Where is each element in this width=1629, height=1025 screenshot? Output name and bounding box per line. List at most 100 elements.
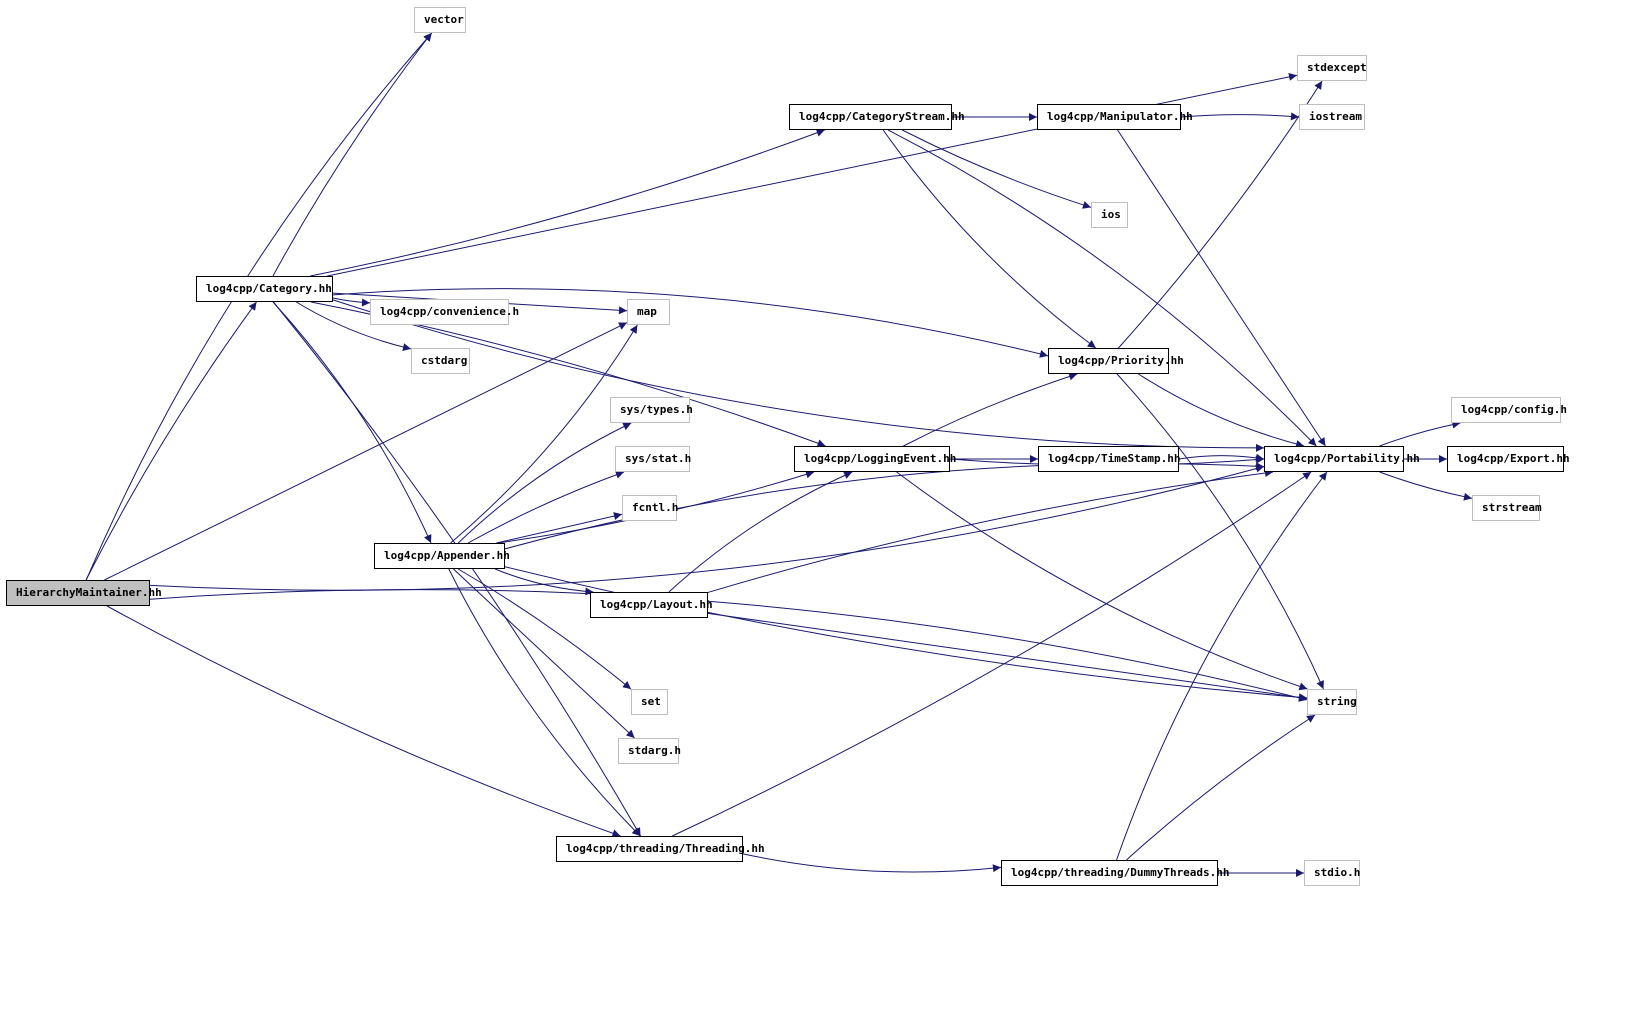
edge-category-to-appender: [272, 301, 432, 544]
edge-appender-to-map: [450, 324, 638, 544]
edge-dummythreads-to-portability: [1116, 471, 1328, 861]
node-label: string: [1317, 695, 1357, 708]
node-convenience[interactable]: log4cpp/convenience.h: [370, 299, 519, 325]
node-label: stdio.h: [1314, 866, 1361, 879]
node-systypes[interactable]: sys/types.h: [610, 397, 693, 423]
edge-category-to-cstdarg: [296, 301, 412, 352]
edge-threading-to-portability: [672, 471, 1312, 837]
node-set[interactable]: set: [631, 689, 668, 715]
node-label: stdarg.h: [628, 744, 681, 757]
node-label: vector: [424, 13, 464, 26]
node-label: iostream: [1309, 110, 1362, 123]
edge-root-to-string: [149, 589, 1308, 702]
edge-portability-to-config: [1379, 420, 1461, 447]
node-layout[interactable]: log4cpp/Layout.hh: [590, 592, 713, 618]
node-label: sys/stat.h: [625, 452, 692, 465]
node-label: map: [637, 305, 657, 318]
node-string[interactable]: string: [1307, 689, 1357, 715]
node-config[interactable]: log4cpp/config.h: [1451, 397, 1567, 423]
node-label: log4cpp/CategoryStream.hh: [799, 110, 965, 123]
edge-root-to-threading: [106, 605, 621, 838]
node-cstdarg[interactable]: cstdarg: [411, 348, 470, 374]
node-label: log4cpp/threading/DummyThreads.hh: [1011, 866, 1230, 879]
node-label: cstdarg: [421, 354, 468, 367]
node-strstream[interactable]: strstream: [1472, 495, 1542, 521]
edge-appender-to-layout: [494, 568, 594, 596]
node-label: log4cpp/config.h: [1461, 403, 1567, 416]
node-fcntl[interactable]: fcntl.h: [622, 495, 679, 521]
node-label: HierarchyMaintainer.hh: [16, 586, 162, 599]
edge-categorystream-to-portability: [887, 129, 1317, 447]
node-export[interactable]: log4cpp/Export.hh: [1447, 446, 1570, 472]
edge-layout-to-string: [707, 612, 1308, 702]
node-priority[interactable]: log4cpp/Priority.hh: [1048, 348, 1184, 374]
node-portability[interactable]: log4cpp/Portability.hh: [1264, 446, 1420, 472]
edge-priority-to-string: [1116, 373, 1324, 690]
edge-appender-to-sysstat: [467, 470, 625, 544]
node-label: sys/types.h: [620, 403, 693, 416]
node-label: strstream: [1482, 501, 1542, 514]
edge-dummythreads-to-string: [1126, 714, 1316, 861]
node-stdarg[interactable]: stdarg.h: [618, 738, 681, 764]
node-label: fcntl.h: [632, 501, 679, 514]
edge-appender-to-string: [504, 566, 1308, 702]
node-label: log4cpp/Export.hh: [1457, 452, 1570, 465]
node-label: log4cpp/convenience.h: [380, 305, 520, 318]
node-label: log4cpp/Portability.hh: [1274, 452, 1420, 465]
node-label: log4cpp/LoggingEvent.hh: [804, 452, 957, 465]
node-label: log4cpp/TimeStamp.hh: [1048, 452, 1181, 465]
edge-priority-to-portability: [1138, 373, 1305, 448]
edge-appender-to-fcntl: [496, 512, 623, 544]
edge-timestamp-to-portability: [1178, 453, 1265, 462]
node-manipulator[interactable]: log4cpp/Manipulator.hh: [1037, 104, 1193, 130]
edge-appender-to-set: [457, 568, 632, 690]
node-loggingevent[interactable]: log4cpp/LoggingEvent.hh: [794, 446, 956, 472]
edge-categorystream-to-priority: [882, 129, 1097, 349]
edge-root-to-category: [85, 301, 257, 581]
edge-manipulator-to-iostream: [1180, 112, 1300, 121]
edge-loggingevent-to-string: [896, 471, 1308, 691]
node-label: log4cpp/Priority.hh: [1058, 354, 1184, 367]
node-timestamp[interactable]: log4cpp/TimeStamp.hh: [1038, 446, 1181, 472]
edge-category-to-threading: [273, 301, 641, 837]
edge-appender-to-portability: [504, 462, 1265, 550]
node-root[interactable]: HierarchyMaintainer.hh: [6, 580, 162, 606]
edge-manipulator-to-portability: [1117, 129, 1326, 447]
node-label: log4cpp/Manipulator.hh: [1047, 110, 1193, 123]
node-threading[interactable]: log4cpp/threading/Threading.hh: [556, 836, 765, 862]
node-label: ios: [1101, 208, 1121, 221]
edge-layout-to-loggingevent: [668, 471, 853, 593]
node-iostream[interactable]: iostream: [1299, 104, 1365, 130]
node-vector[interactable]: vector: [414, 7, 466, 33]
node-label: log4cpp/Layout.hh: [600, 598, 713, 611]
edge-priority-to-stdexcept: [1118, 80, 1323, 349]
node-stdio[interactable]: stdio.h: [1304, 860, 1360, 886]
node-categorystream[interactable]: log4cpp/CategoryStream.hh: [789, 104, 965, 130]
node-label: log4cpp/Appender.hh: [384, 549, 510, 562]
node-stdexcept[interactable]: stdexcept: [1297, 55, 1367, 81]
edge-category-to-portability: [332, 299, 1265, 452]
node-sysstat[interactable]: sys/stat.h: [615, 446, 692, 472]
edge-category-to-priority: [332, 288, 1049, 358]
edge-appender-to-threading: [448, 568, 641, 837]
edge-loggingevent-to-priority: [903, 372, 1078, 447]
edge-appender-to-stdarg: [453, 568, 635, 739]
node-category[interactable]: log4cpp/Category.hh: [196, 276, 333, 302]
edge-category-to-vector: [272, 32, 432, 277]
node-map[interactable]: map: [627, 299, 670, 325]
node-appender[interactable]: log4cpp/Appender.hh: [374, 543, 510, 569]
edge-categorystream-to-ios: [901, 129, 1092, 209]
edge-threading-to-dummythreads: [742, 853, 1002, 873]
edge-category-to-categorystream: [310, 129, 825, 277]
node-dummythreads[interactable]: log4cpp/threading/DummyThreads.hh: [1001, 860, 1230, 886]
node-label: log4cpp/Category.hh: [206, 282, 332, 295]
node-label: set: [641, 695, 661, 708]
node-label: stdexcept: [1307, 61, 1367, 74]
node-label: log4cpp/threading/Threading.hh: [566, 842, 765, 855]
edge-root-to-portability: [149, 464, 1265, 591]
node-ios[interactable]: ios: [1091, 202, 1128, 228]
edge-category-to-convenience: [332, 297, 371, 307]
edge-layout-to-portability: [707, 469, 1274, 593]
edge-portability-to-strstream: [1379, 471, 1473, 501]
